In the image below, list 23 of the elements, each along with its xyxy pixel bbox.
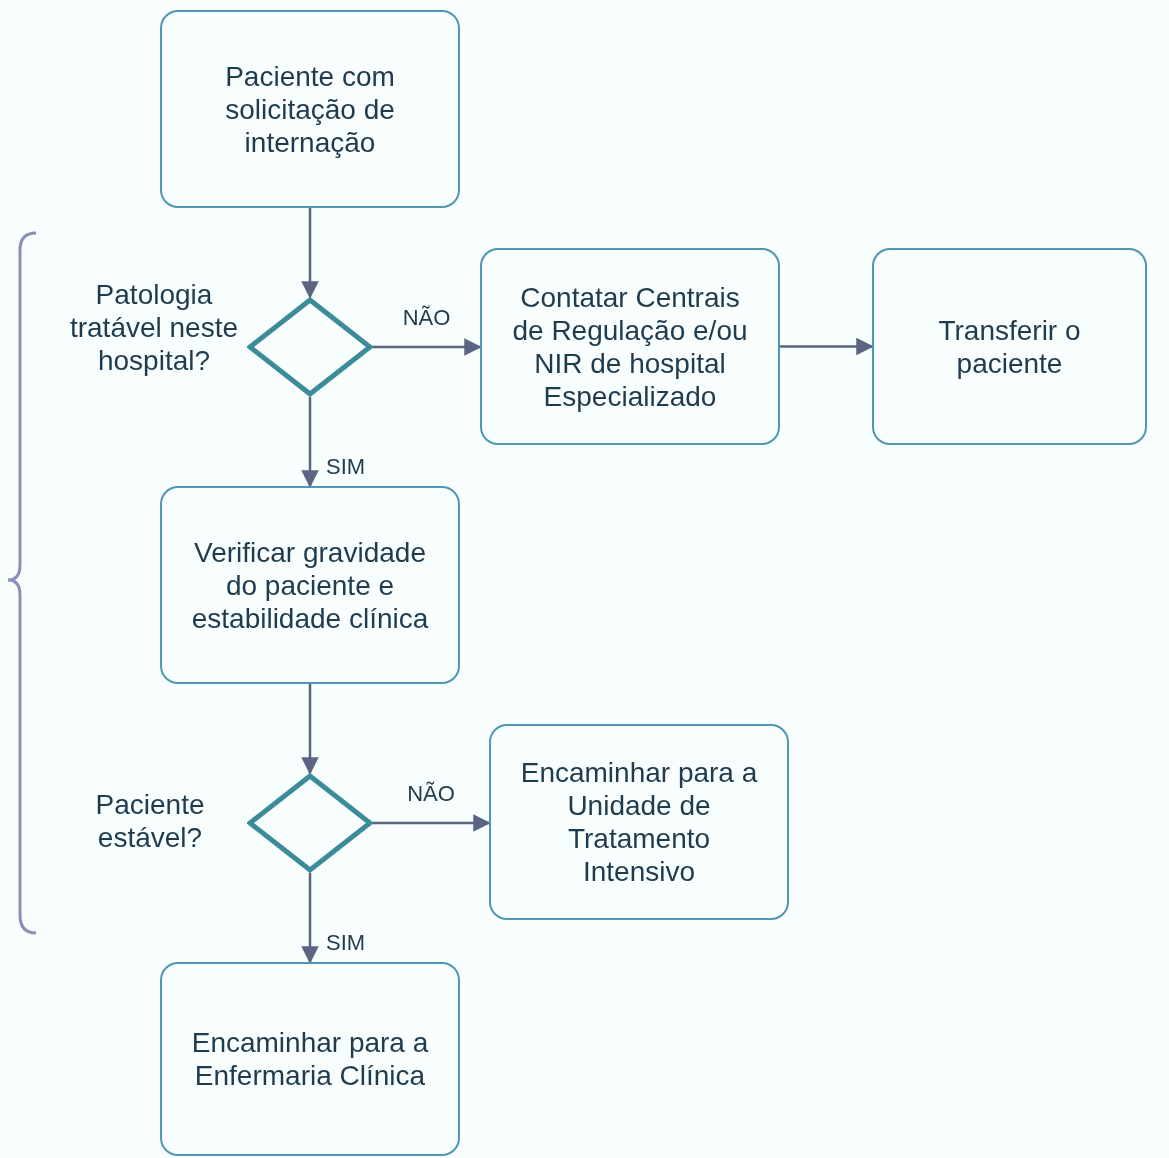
- arrow: [301, 208, 319, 299]
- process-box: [160, 10, 460, 208]
- box-text: Paciente com solicitação de internação: [224, 59, 396, 159]
- arrow: [301, 397, 319, 488]
- arrow: [301, 873, 319, 964]
- box-text: Encaminhar para a Enfermaria Clínica: [190, 1026, 430, 1092]
- process-box: [480, 248, 780, 445]
- arrow: [373, 814, 491, 832]
- process-box: [489, 724, 789, 920]
- arrow: [780, 337, 874, 356]
- question-label: Paciente estável?: [94, 788, 206, 854]
- arrow: [373, 338, 482, 356]
- process-box: [872, 248, 1147, 445]
- box-text: Transferir o paciente: [937, 313, 1082, 380]
- decision-diamond: [247, 773, 373, 873]
- box-text: Encaminhar para a Unidade de Tratamento Intensivo: [519, 756, 759, 888]
- box-text: Verificar gravidade do paciente e estabilidade clínica: [190, 535, 430, 635]
- process-box: [160, 962, 460, 1156]
- arrow: [301, 684, 319, 775]
- box-text: Contatar Centrais de Regulação e/ou NIR de hospital Especializado: [511, 280, 749, 413]
- decision-diamond: [247, 297, 373, 397]
- process-box: [160, 486, 460, 684]
- question-label: Patologia tratável neste hospital?: [68, 278, 240, 377]
